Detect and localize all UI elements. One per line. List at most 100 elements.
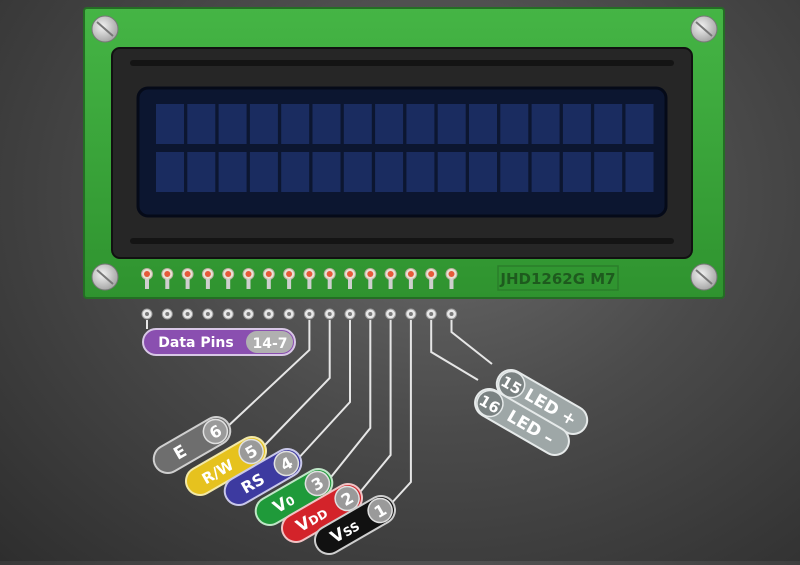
pin-wire: [261, 320, 331, 449]
bezel-bottom-groove: [130, 238, 674, 244]
pin-pad-core: [204, 271, 211, 277]
screw-bottom-right-icon: [690, 263, 718, 291]
lcd-cell: [249, 104, 278, 144]
lcd-cell: [562, 104, 591, 144]
pin-wire: [355, 320, 392, 498]
lcd-cell: [469, 152, 497, 192]
lcd-cell: [343, 104, 372, 144]
pin-pad-core: [306, 271, 313, 277]
pin-hole-center: [307, 312, 312, 316]
data-pins-text: Data Pins: [158, 335, 233, 351]
pin-hole-center: [388, 312, 393, 316]
pin-label-vo: V0 3: [254, 468, 334, 526]
lcd-cell: [594, 152, 623, 192]
pin-leg: [205, 279, 210, 289]
pin-hole-center: [429, 312, 434, 316]
lcd-cell: [437, 152, 466, 192]
pin-label-vss: VSS 1: [314, 495, 396, 555]
lcd-character-cells: [156, 104, 654, 192]
pin-pad-core: [428, 271, 435, 277]
lcd-cell: [531, 152, 560, 192]
lcd-cell: [406, 104, 435, 144]
pin-hole-center: [327, 312, 332, 316]
pin-leg: [327, 279, 332, 289]
pin-leg: [266, 279, 271, 289]
pin-labels: E 6 R/W 5 RS 4 V0 3 VDD 2: [152, 369, 589, 555]
model-label-box: [497, 265, 619, 291]
lcd-cell: [594, 104, 623, 144]
pin-hole-center: [145, 312, 149, 316]
pin-leg: [165, 279, 170, 289]
data-pins-label: Data Pins 14-7: [142, 328, 296, 356]
lcd-cell: [312, 104, 341, 144]
pin-leg: [145, 279, 149, 289]
lcd-cell: [437, 104, 466, 144]
lcd-cell: [156, 104, 184, 144]
pin-pad-core: [286, 271, 293, 277]
pin-pad-core: [245, 271, 252, 277]
pin-leg: [348, 279, 352, 289]
lcd-cell: [375, 104, 404, 144]
pin-hole-center: [408, 312, 413, 316]
pin-hole-center: [348, 312, 352, 316]
pin-wires: [146, 320, 493, 507]
pin-pad-core: [144, 271, 150, 277]
pin-hole-center: [185, 312, 190, 316]
lcd-cell: [469, 104, 497, 144]
pin-leg: [449, 279, 454, 289]
pin-pad-core: [326, 271, 333, 277]
svg-text:V0: V0: [270, 490, 299, 518]
lcd-cell: [312, 152, 341, 192]
pin-header: [141, 268, 458, 289]
lcd-cell: [500, 104, 529, 144]
pin-label-e: E 6: [152, 416, 232, 474]
data-pins-range-pill: [246, 331, 293, 353]
pin-leg: [429, 279, 434, 289]
lcd-cell: [625, 152, 654, 192]
pin-leg: [287, 279, 292, 289]
pin-pad-core: [265, 271, 272, 277]
lcd-cell: [562, 152, 591, 192]
pin-leg: [388, 279, 393, 289]
pin-pad-core: [347, 271, 353, 277]
pin-pad-core: [448, 271, 455, 277]
pin-wire: [430, 320, 479, 381]
lcd-cell: [406, 152, 435, 192]
pin-leg: [246, 279, 251, 289]
lcd-cell: [500, 152, 529, 192]
pin-pad-core: [164, 271, 171, 277]
pin-hole-center: [368, 312, 373, 316]
screw-top-right-icon: [690, 15, 718, 43]
pin-hole-center: [246, 312, 251, 316]
screw-bottom-left-icon: [91, 263, 119, 291]
lcd-cell: [187, 104, 216, 144]
pin-hole-center: [165, 312, 170, 316]
pin-leg: [368, 279, 373, 289]
pin-leg: [408, 279, 413, 289]
pin-hole-center: [449, 312, 454, 316]
pin-leg: [226, 279, 231, 289]
lcd-cell: [281, 104, 310, 144]
pin-wire: [326, 320, 372, 483]
pin-leg: [185, 279, 190, 289]
data-pins-range: 14-7: [252, 336, 287, 352]
pin-leg: [307, 279, 312, 289]
lcd-module: JHD1262G M7: [83, 7, 725, 299]
lcd-cell: [249, 152, 278, 192]
pin-label-vdd: VDD 2: [281, 483, 363, 543]
pin-pad-core: [184, 271, 191, 277]
screw-top-left-icon: [91, 15, 119, 43]
pin-label-led-minus: 16 LED –: [474, 388, 570, 456]
lcd-cell: [531, 104, 560, 144]
lcd-cell: [281, 152, 310, 192]
lcd-cell: [218, 104, 247, 144]
pin-holes: [141, 308, 457, 320]
pin-pad-core: [225, 271, 232, 277]
lcd-cell: [343, 152, 372, 192]
lcd-cell: [625, 104, 654, 144]
lcd-cell: [218, 152, 247, 192]
lcd-cell: [375, 152, 404, 192]
bezel-top-groove: [130, 60, 674, 66]
pin-pad-core: [407, 271, 414, 277]
